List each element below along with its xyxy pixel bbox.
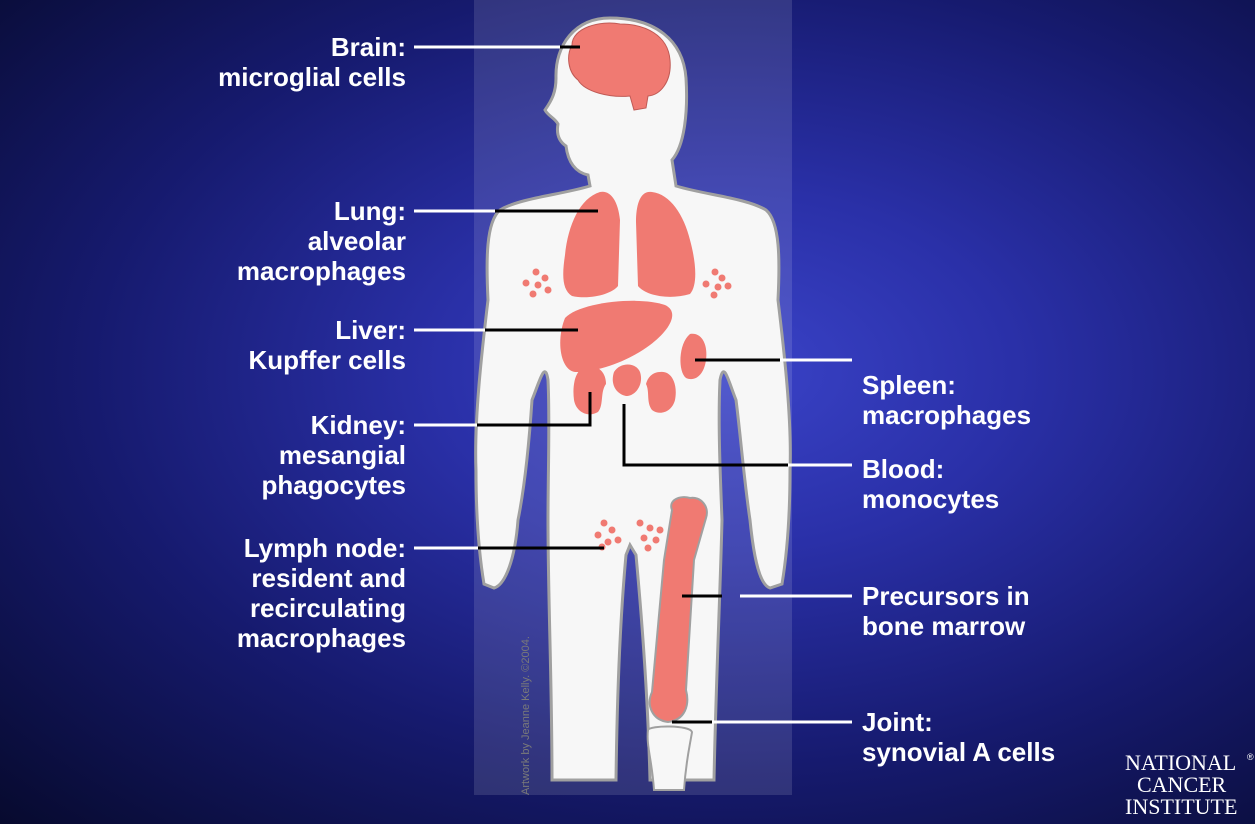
artwork-credit: Artwork by Jeanne Kelly. ©2004.: [520, 636, 532, 795]
lymph-node-label: Lymph node: resident and recirculating m…: [237, 533, 406, 653]
liver-label: Liver: Kupffer cells: [249, 315, 407, 375]
liver-label-cells: Kupffer cells: [249, 345, 407, 375]
lung-label-name: Lung:: [237, 196, 406, 226]
joint-label-cells: synovial A cells: [862, 737, 1055, 767]
lymph-label-cells-1: resident and: [237, 563, 406, 593]
nci-logo: NATIONAL ® CANCER INSTITUTE: [1125, 748, 1255, 824]
logo-line-institute: INSTITUTE: [1125, 794, 1237, 820]
kidney-label-cells-2: phagocytes: [262, 470, 407, 500]
lymph-label-name: Lymph node:: [237, 533, 406, 563]
lymph-label-cells-2: recirculating: [237, 593, 406, 623]
brain-label-cells: microglial cells: [218, 62, 406, 92]
tibia-bone: [648, 726, 692, 790]
spleen-label-name: Spleen:: [862, 370, 1031, 400]
kidney-label-name: Kidney:: [262, 410, 407, 440]
blood-label: Blood: monocytes: [862, 454, 999, 514]
brain-label: Brain: microglial cells: [218, 32, 406, 92]
kidney-label: Kidney: mesangial phagocytes: [262, 410, 407, 500]
bone-marrow-label: Precursors in bone marrow: [862, 581, 1030, 641]
lung-label-cells-2: macrophages: [237, 256, 406, 286]
lung-label-cells-1: alveolar: [237, 226, 406, 256]
joint-label-name: Joint:: [862, 707, 1055, 737]
lymph-label-cells-3: macrophages: [237, 623, 406, 653]
lung-label: Lung: alveolar macrophages: [237, 196, 406, 286]
brain-label-name: Brain:: [218, 32, 406, 62]
blood-label-cells: monocytes: [862, 484, 999, 514]
liver-label-name: Liver:: [249, 315, 407, 345]
kidney-label-cells-1: mesangial: [262, 440, 407, 470]
marrow-label-name: Precursors in: [862, 581, 1030, 611]
joint-label: Joint: synovial A cells: [862, 707, 1055, 767]
spleen-label-cells: macrophages: [862, 400, 1031, 430]
logo-registered-mark: ®: [1247, 752, 1254, 762]
spleen-label: Spleen: macrophages: [862, 370, 1031, 430]
marrow-label-cells: bone marrow: [862, 611, 1030, 641]
blood-label-name: Blood:: [862, 454, 999, 484]
right-kidney: [646, 372, 676, 413]
